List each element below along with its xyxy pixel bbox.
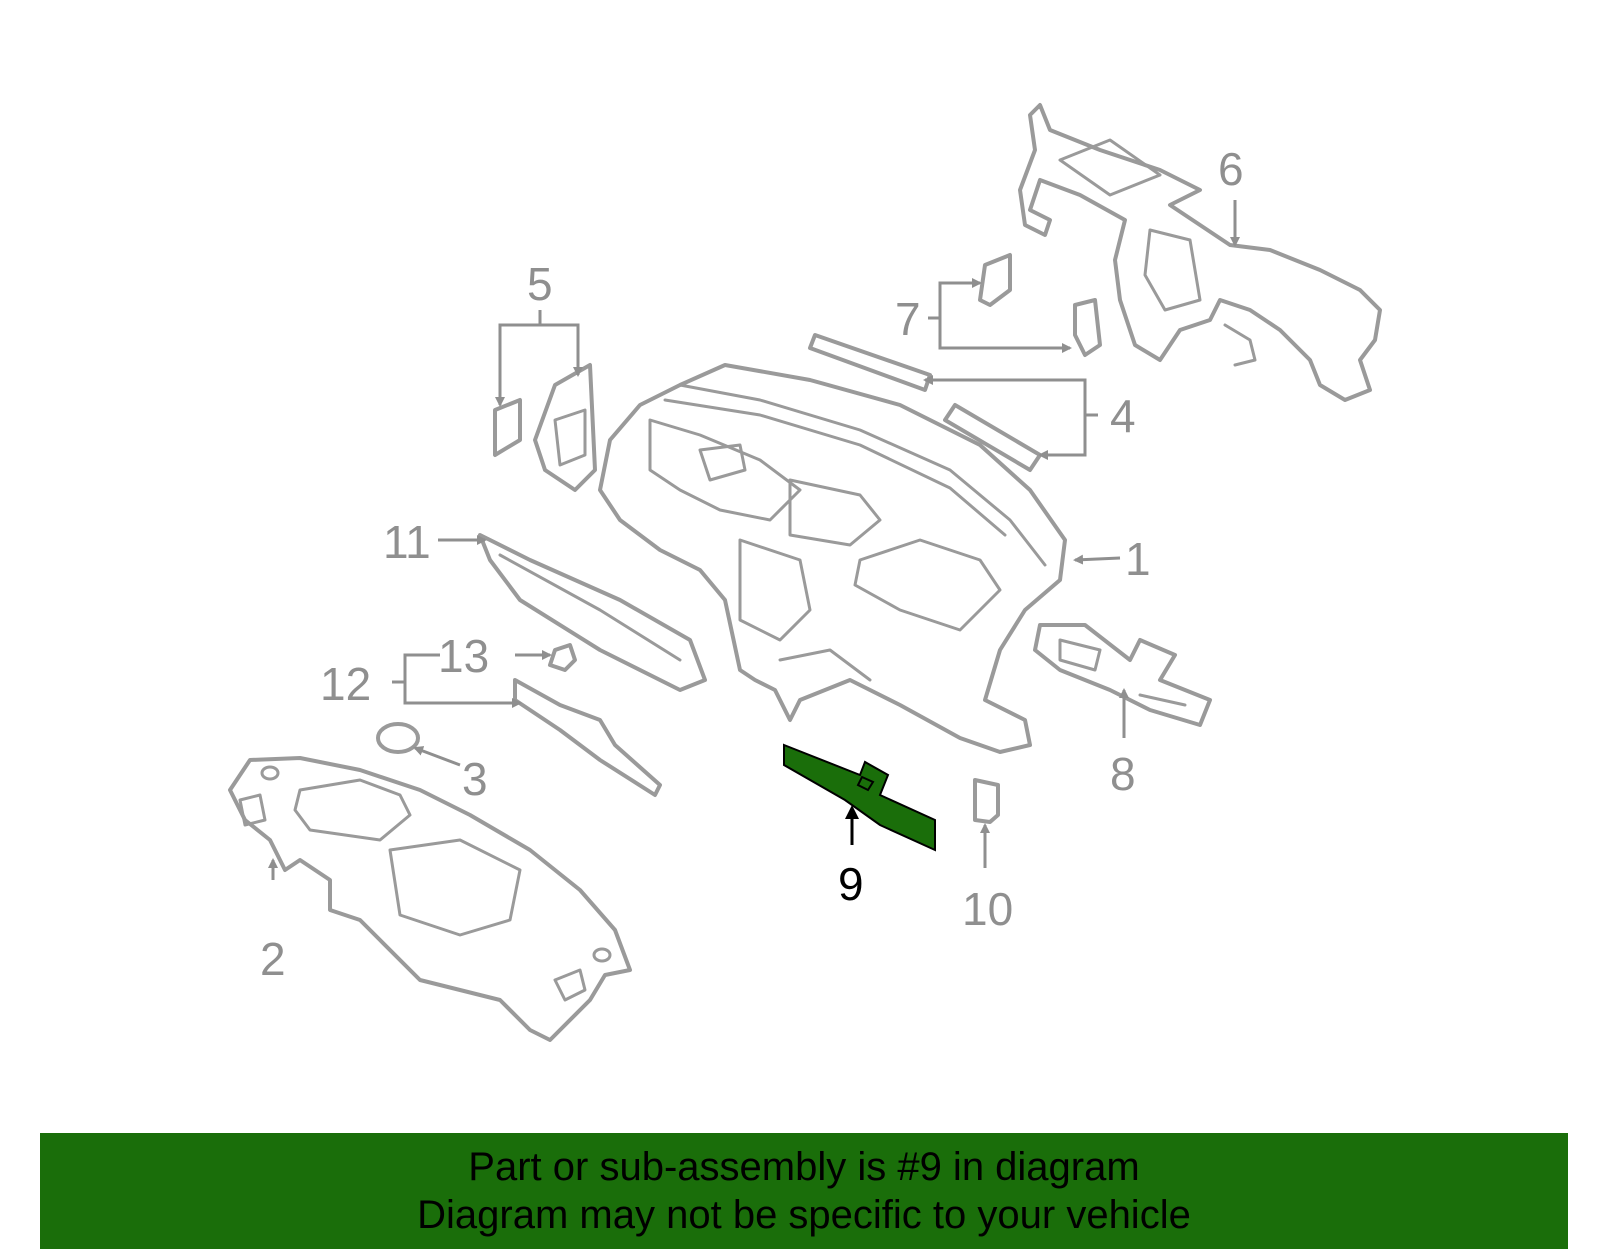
part-11-reinforcement [478, 533, 707, 692]
part-3-grommet [376, 722, 420, 754]
label-13: 13 [438, 630, 489, 682]
part-12-bracket-bar [513, 678, 662, 797]
part-7-brackets [978, 253, 1102, 357]
part-5-side-covers [493, 363, 597, 492]
part-6-cross-car-beam [1018, 103, 1382, 402]
label-8: 8 [1110, 748, 1136, 800]
part-4-trim-strips [808, 333, 1042, 472]
parts-diagram: 1 2 3 4 5 6 7 8 9 10 11 12 13 [228, 103, 1382, 1042]
label-9: 9 [838, 858, 864, 910]
banner-line-1: Part or sub-assembly is #9 in diagram [468, 1145, 1140, 1189]
part-1-instrument-panel [598, 363, 1067, 754]
label-11: 11 [383, 516, 431, 568]
label-1: 1 [1125, 533, 1151, 585]
part-13-clip [548, 643, 577, 672]
label-4: 4 [1110, 390, 1136, 442]
label-5: 5 [527, 258, 553, 310]
leader-lines [268, 200, 1240, 880]
banner-line-2: Diagram may not be specific to your vehi… [417, 1193, 1191, 1237]
label-6: 6 [1218, 143, 1244, 195]
label-12: 12 [320, 658, 371, 710]
info-banner: Part or sub-assembly is #9 in diagram Di… [40, 1133, 1568, 1249]
part-9-highlighted-brace [783, 743, 936, 852]
label-7: 7 [895, 293, 921, 345]
part-10-panel [973, 778, 1000, 824]
part-8-duct [1033, 623, 1212, 727]
part-2-lower-panel [228, 756, 632, 1042]
label-3: 3 [462, 753, 488, 805]
label-2: 2 [260, 933, 286, 985]
label-10: 10 [962, 883, 1013, 935]
